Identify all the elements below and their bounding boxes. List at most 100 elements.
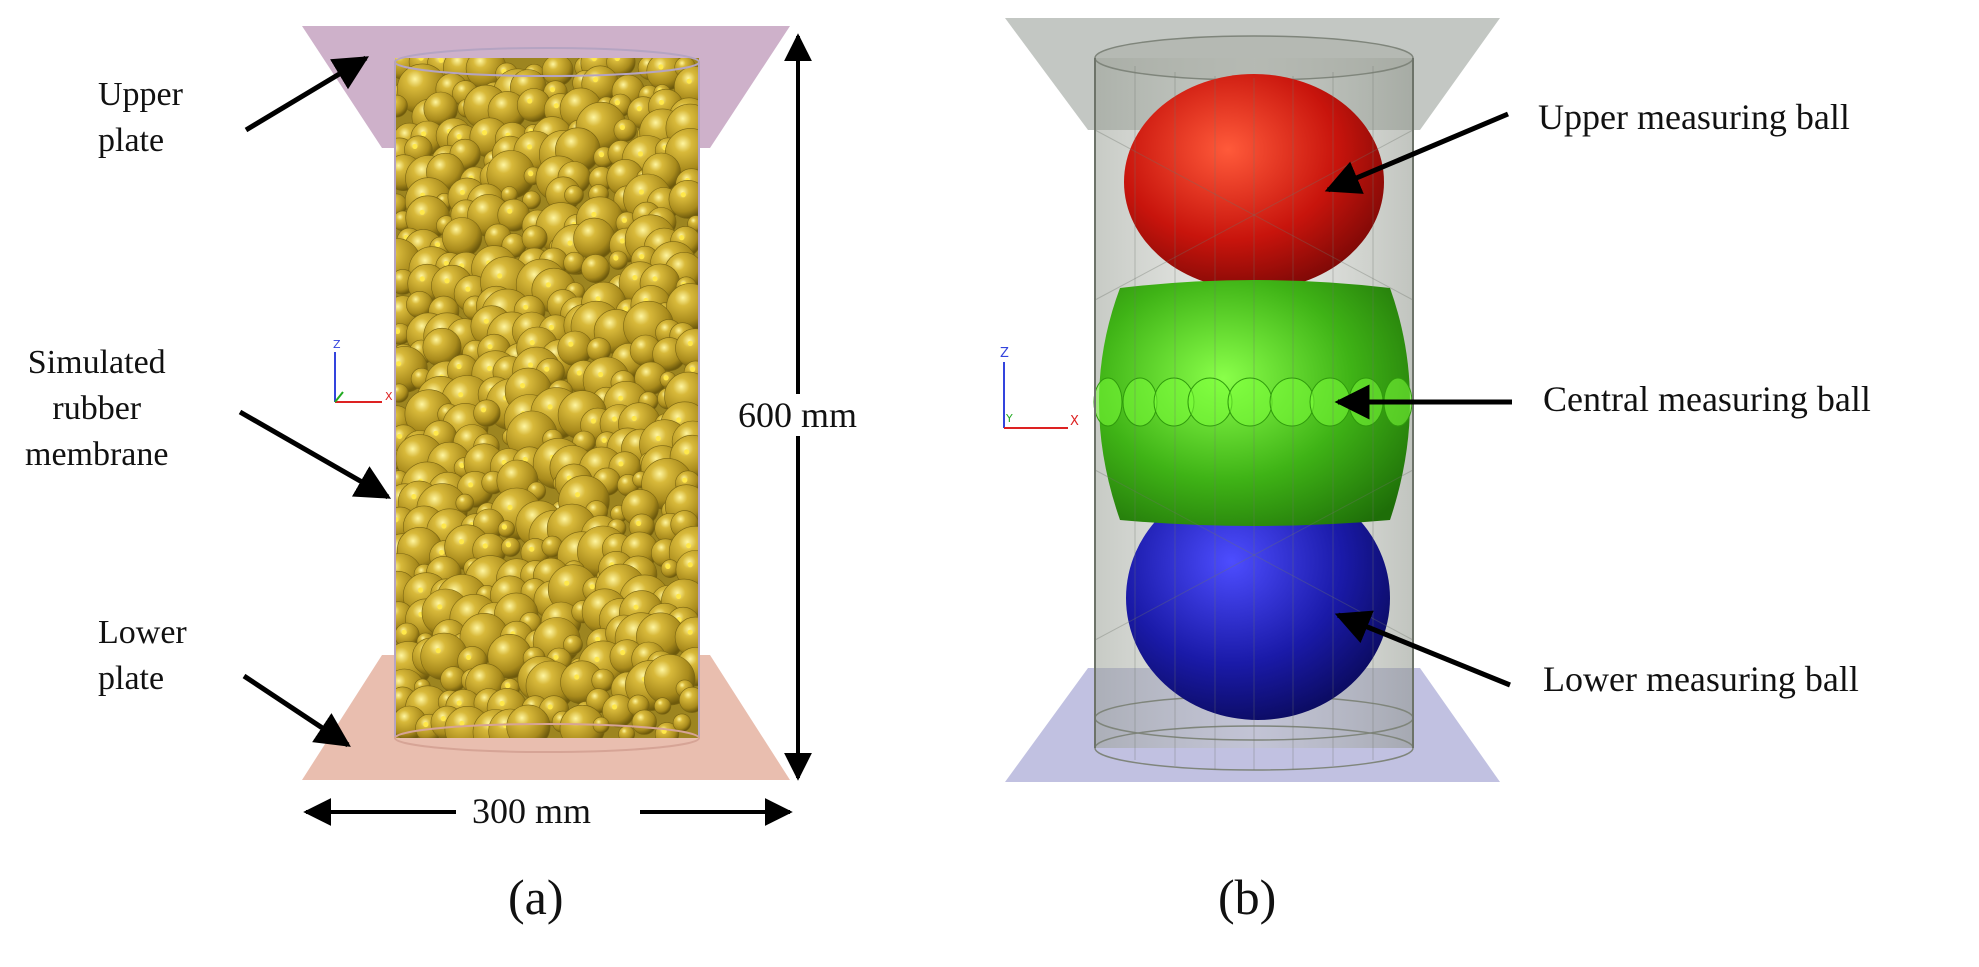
particle-highlight xyxy=(497,273,503,279)
panel-a: Z X xyxy=(238,26,812,826)
particle-highlight xyxy=(419,209,425,215)
particle-highlight xyxy=(522,456,528,462)
particle-highlight xyxy=(682,477,688,483)
particle-highlight xyxy=(636,520,642,527)
caption-b: (b) xyxy=(1218,869,1277,925)
particle-highlight xyxy=(595,636,601,643)
particle xyxy=(497,520,516,538)
particle-highlight xyxy=(595,296,601,302)
axis-x-a: X xyxy=(385,390,393,403)
label-central-measuring-ball: Central measuring ball xyxy=(1543,379,1871,419)
particle-highlight xyxy=(619,124,626,130)
lower-measuring-ball xyxy=(1126,476,1390,720)
particle-highlight xyxy=(443,260,449,266)
particle-highlight xyxy=(679,235,685,241)
particle xyxy=(522,190,541,210)
particle-highlight xyxy=(592,77,599,83)
particle-highlight xyxy=(619,238,625,244)
particle-highlight xyxy=(547,404,553,410)
particle-highlight xyxy=(655,435,661,442)
particle-highlight xyxy=(480,407,487,413)
particle-highlight xyxy=(468,482,474,488)
label-upper-plate: Upper plate xyxy=(98,76,183,159)
particle-highlight xyxy=(459,462,465,468)
particle-highlight xyxy=(433,430,439,436)
particle-assembly xyxy=(395,58,699,738)
particle-highlight xyxy=(444,278,450,284)
particle-highlight xyxy=(611,416,618,422)
particle-highlight xyxy=(529,340,535,346)
particle-highlight xyxy=(396,361,402,367)
particle-highlight xyxy=(418,587,424,593)
particle-highlight xyxy=(614,58,620,62)
membrane-bottom xyxy=(394,723,700,753)
particle-highlight xyxy=(575,492,581,498)
particle xyxy=(613,118,637,142)
particle-highlight xyxy=(614,100,621,106)
particle xyxy=(521,225,548,252)
particle-highlight xyxy=(620,649,626,656)
particle-highlight xyxy=(438,58,444,63)
particle-highlight xyxy=(411,494,417,500)
axis-x-b: X xyxy=(1070,414,1079,429)
particle xyxy=(672,713,692,732)
equator-bead xyxy=(1187,377,1233,427)
particle-highlight xyxy=(418,58,424,61)
particle-highlight xyxy=(529,546,535,552)
particle xyxy=(564,185,584,205)
particle-highlight xyxy=(601,437,607,443)
particle xyxy=(500,537,521,557)
particle xyxy=(473,399,501,427)
particle-highlight xyxy=(590,418,597,424)
particle-highlight xyxy=(621,217,628,223)
particle-highlight xyxy=(632,275,638,281)
particle-highlight xyxy=(567,240,573,246)
particle-highlight xyxy=(419,276,425,282)
particle-highlight xyxy=(613,255,619,261)
particle-highlight xyxy=(423,721,429,728)
upper-measuring-ball xyxy=(1124,74,1384,290)
particle-highlight xyxy=(459,720,465,726)
label-upper-measuring-ball: Upper measuring ball xyxy=(1538,97,1850,137)
particle-highlight xyxy=(687,562,693,568)
particle-highlight xyxy=(548,324,555,330)
particle xyxy=(653,697,672,715)
particle-highlight xyxy=(658,64,664,70)
particle-highlight xyxy=(507,208,513,214)
particle-highlight xyxy=(439,549,445,556)
particle-highlight xyxy=(658,99,665,105)
particle-highlight xyxy=(401,629,407,635)
particle xyxy=(506,704,551,738)
particle-highlight xyxy=(545,282,552,288)
particle-highlight xyxy=(523,304,529,310)
particle-highlight xyxy=(687,340,693,346)
particle-highlight xyxy=(591,211,597,218)
particle-highlight xyxy=(435,648,441,654)
particle-highlight xyxy=(456,700,462,706)
caption-a: (a) xyxy=(508,869,564,925)
equator-bead xyxy=(1122,377,1158,427)
particle xyxy=(563,634,583,655)
particle-highlight xyxy=(458,539,465,545)
label-membrane: Simulated rubber membrane xyxy=(25,344,169,473)
arrow-upper-plate xyxy=(244,55,370,133)
particle-highlight xyxy=(598,152,605,158)
particle-highlight xyxy=(466,654,472,661)
particle-highlight xyxy=(505,683,511,689)
particle-highlight xyxy=(421,131,427,137)
particle xyxy=(679,686,699,713)
axis-z-a: Z xyxy=(333,338,341,351)
particle-highlight xyxy=(456,134,462,140)
particle-highlight xyxy=(687,629,693,635)
particle xyxy=(442,217,483,258)
label-lower-measuring-ball: Lower measuring ball xyxy=(1543,659,1859,699)
particle-highlight xyxy=(549,87,556,93)
particle-highlight xyxy=(591,58,597,62)
particle-highlight xyxy=(459,189,465,195)
particle-highlight xyxy=(663,375,669,381)
particle-highlight xyxy=(465,286,471,292)
particle-highlight xyxy=(633,604,639,610)
arrow-lower-ball xyxy=(1334,610,1511,688)
particle-highlight xyxy=(437,604,443,610)
